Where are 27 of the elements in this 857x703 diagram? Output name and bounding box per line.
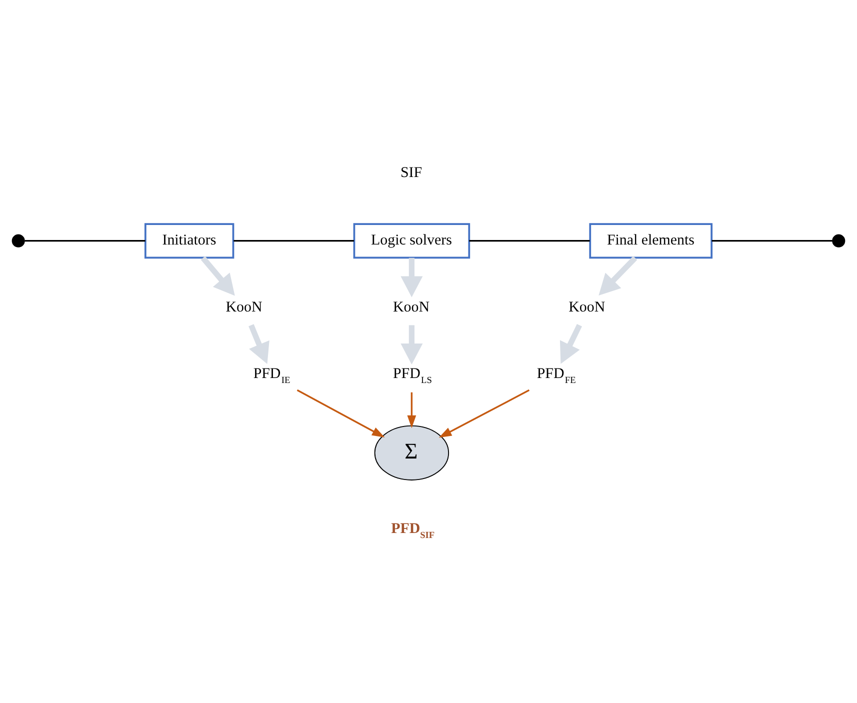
node-ellipse: Σ: [374, 424, 450, 480]
arrow: [560, 323, 582, 364]
node-text: KooN: [393, 299, 430, 316]
arrow: [296, 388, 385, 437]
node-box: Logic solvers: [353, 222, 470, 258]
arrow: [400, 257, 423, 297]
node-text: KooN: [226, 299, 262, 316]
connector: [234, 239, 354, 242]
arrow: [438, 388, 530, 438]
arrow: [598, 255, 638, 295]
node-text: PFD$_{FE}$: [536, 365, 576, 386]
connector: [712, 239, 832, 242]
node-box: Initiators: [144, 222, 234, 258]
node-label: PFD$_{SIF}$: [391, 520, 435, 541]
node-box: Final elements: [589, 222, 713, 258]
connector: [24, 239, 146, 242]
connector: [469, 239, 590, 242]
node-text: PFD$_{LS}$: [393, 365, 432, 386]
node-text: PFD$_{IE}$: [253, 365, 290, 386]
node-circle: [12, 234, 25, 247]
arrow: [200, 256, 235, 296]
node-circle: [832, 234, 846, 247]
arrow: [400, 324, 423, 364]
node-text: KooN: [568, 299, 606, 316]
arrow: [248, 324, 270, 364]
arrow: [407, 392, 416, 428]
label: SIF: [400, 164, 422, 181]
